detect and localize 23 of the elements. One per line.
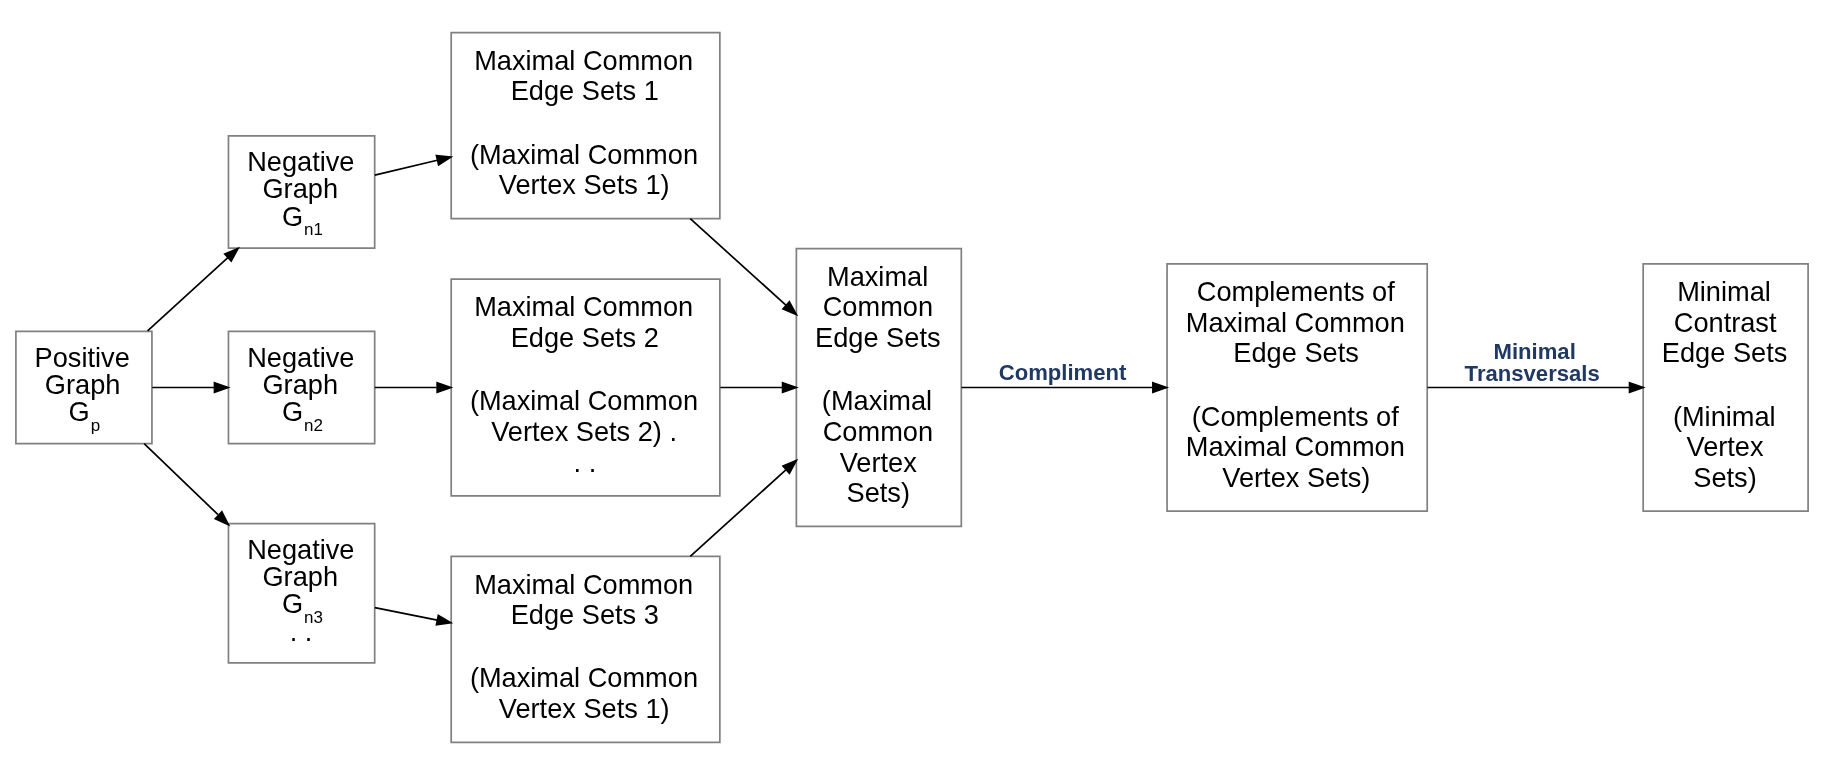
node-box: Maximal Common Edge Sets (Maximal Common Vertex Sets)	[795, 247, 963, 527]
node-box: Minimal Contrast Edge Sets (Minimal Vertex Sets)	[1642, 262, 1809, 512]
arrow	[689, 458, 799, 557]
arrow	[373, 606, 454, 626]
node-box: Negative Graph G$_{n2}$	[227, 330, 376, 444]
arrow	[1426, 381, 1646, 393]
node-box: Negative Graph G$_{n3}$ . .	[227, 522, 376, 664]
arrow	[719, 381, 799, 393]
arrow	[689, 217, 799, 316]
node-box: Complements of Maximal Common Edge Sets (Complements of Maximal Common Vertex Sets)	[1166, 262, 1429, 512]
arrow	[151, 381, 231, 393]
node-box: Maximal Common Edge Sets 3 (Maximal Common Vertex Sets 1)	[450, 555, 721, 743]
arrow	[373, 381, 454, 393]
edge-label: Compliment	[998, 359, 1127, 385]
arrow	[373, 154, 454, 176]
edge-label: Minimal Transversals	[1464, 338, 1600, 386]
arrow	[960, 381, 1170, 393]
arrow	[143, 442, 231, 526]
node-box: Positive Graph G$_{p}$	[15, 330, 153, 444]
node-box: Maximal Common Edge Sets 1 (Maximal Common Vertex Sets 1)	[450, 31, 721, 219]
node-box: Maximal Common Edge Sets 2 (Maximal Common Vertex Sets 2) . . .	[450, 277, 721, 497]
arrow	[146, 246, 240, 332]
node-box: Negative Graph G$_{n1}$	[227, 134, 376, 249]
